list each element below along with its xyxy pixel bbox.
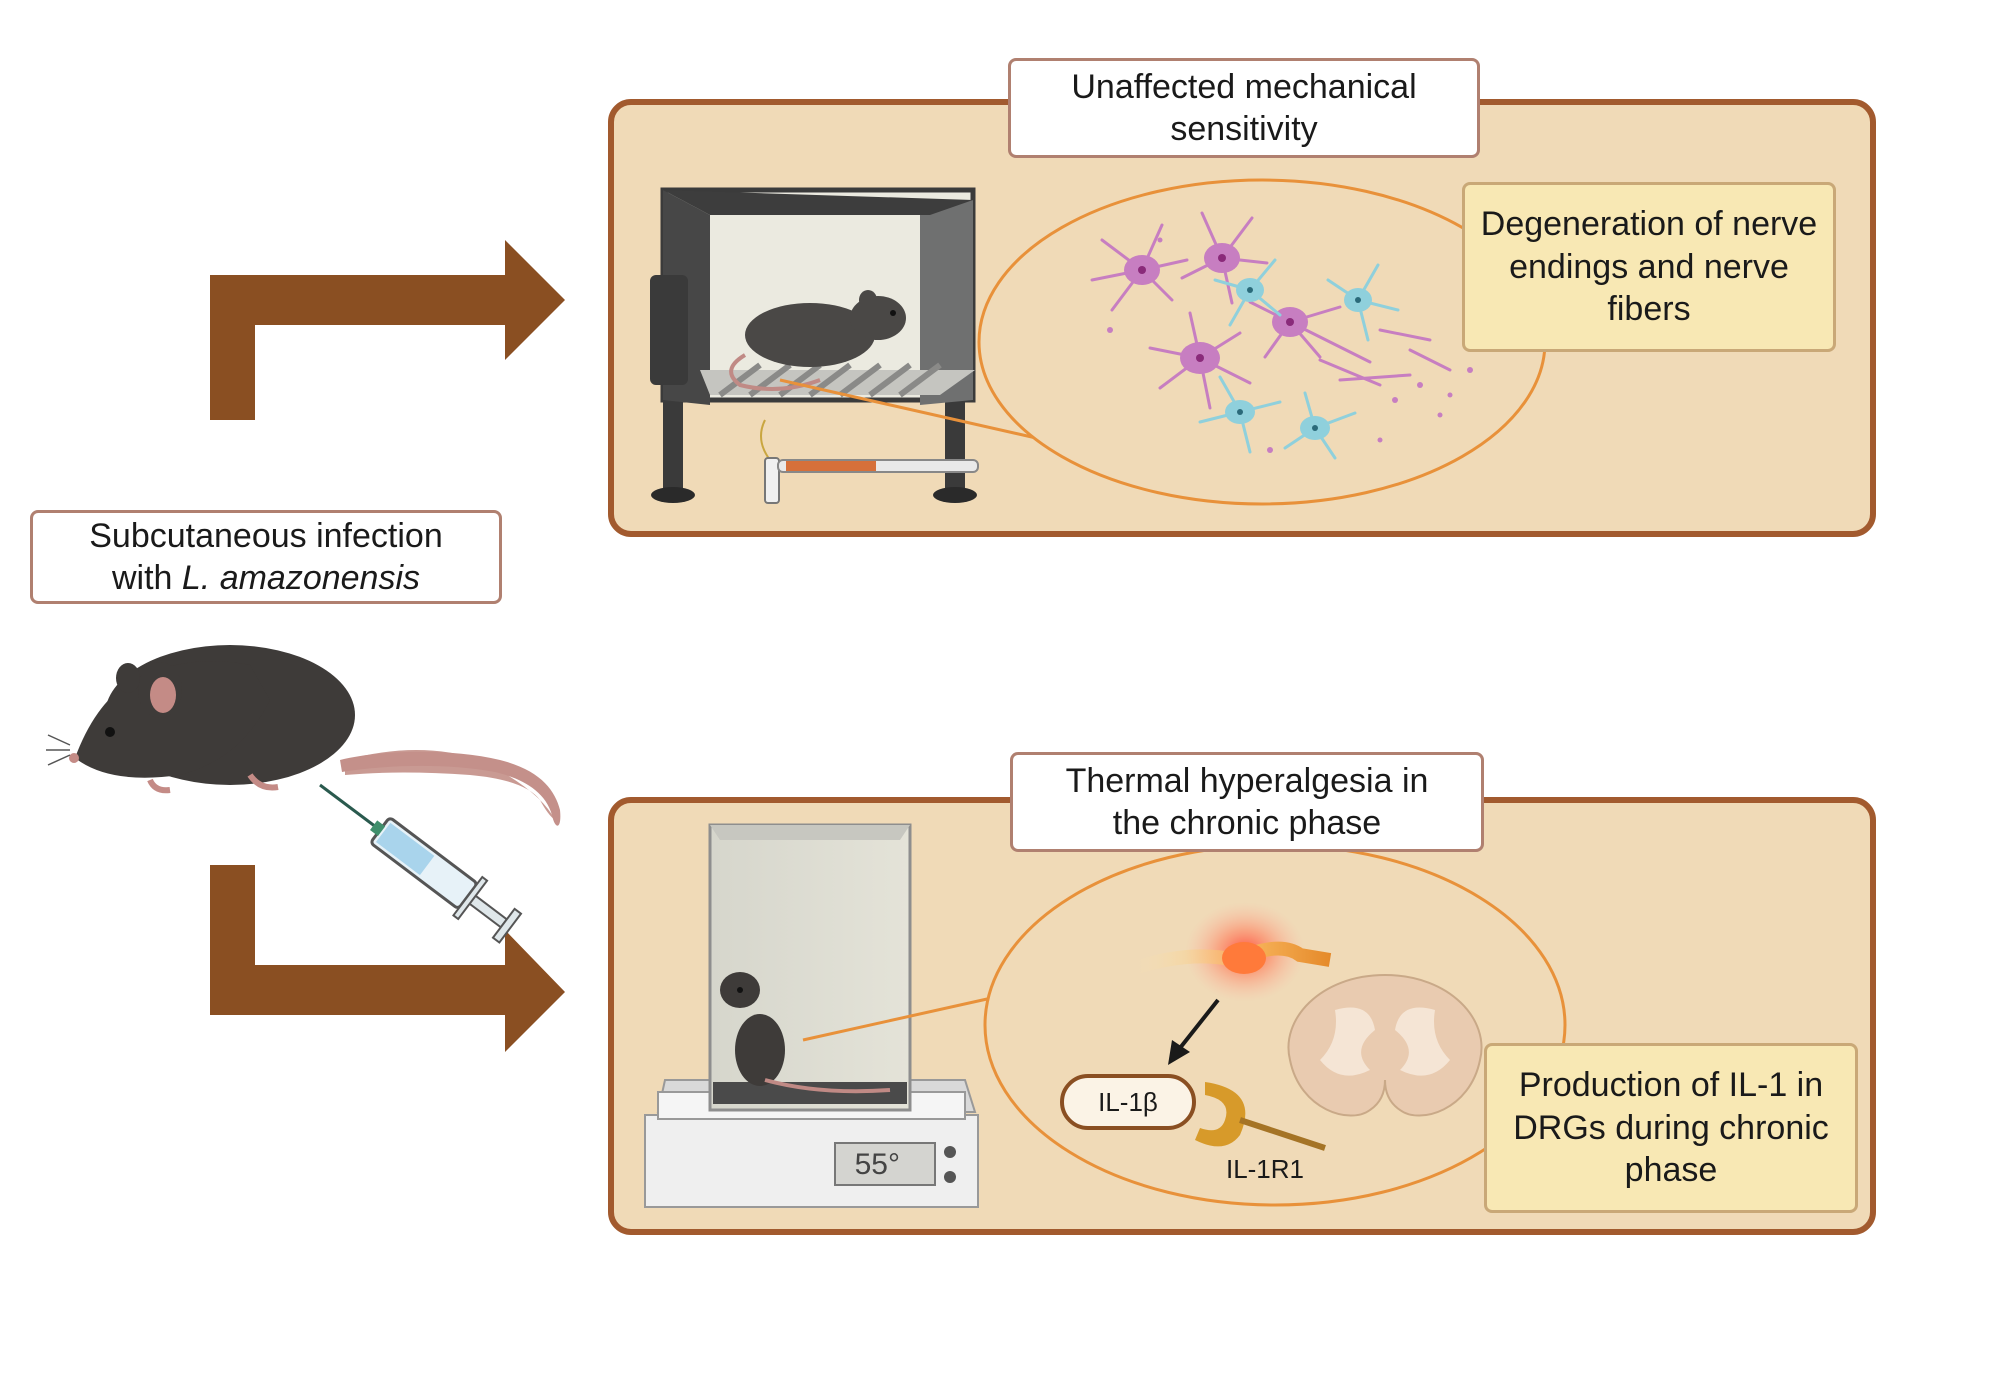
bottom-panel-note-line2: DRGs during chronic: [1513, 1108, 1829, 1147]
il1-beta-label: IL-1β: [1098, 1087, 1158, 1117]
il1r1-receptor-icon: [1195, 1082, 1326, 1151]
hot-plate-temperature-display: 55°: [855, 1148, 900, 1181]
il1-arrow-icon: [1168, 998, 1220, 1065]
hot-plate-icon: [644, 823, 979, 1208]
bottom-panel-note-box: Production of IL-1 in DRGs during chroni…: [1484, 1043, 1858, 1213]
top-panel-title-box: Unaffected mechanical sensitivity: [1008, 58, 1480, 158]
spinal-cord-icon: [1287, 973, 1483, 1117]
top-panel-note-box: Degeneration of nerve endings and nerve …: [1462, 182, 1836, 352]
bottom-panel-title-line1: Thermal hyperalgesia in: [1065, 761, 1429, 800]
bottom-panel-note-line3: phase: [1624, 1151, 1718, 1190]
infection-caption-line1: Subcutaneous infection: [89, 516, 443, 555]
neuron-cluster-icon: [1090, 211, 1473, 460]
top-panel-title-line1: Unaffected mechanical: [1071, 67, 1417, 106]
il1-beta-ligand: [1060, 1074, 1196, 1130]
arrow-to-top-panel: [210, 240, 565, 420]
von-frey-chamber-icon: [650, 187, 979, 504]
infection-caption-box: Subcutaneous infection with L. amazonens…: [30, 510, 502, 604]
syringe-icon: [319, 783, 523, 944]
top-panel-note-line1: Degeneration of nerve: [1480, 205, 1818, 244]
infection-caption-prefix: with: [111, 559, 182, 597]
top-panel-title-line2: sensitivity: [1170, 110, 1318, 148]
top-panel-note-line3: fibers: [1607, 290, 1691, 329]
mouse-icon: [46, 645, 561, 826]
species-name: L. amazonensis: [181, 559, 421, 597]
arrow-to-bottom-panel: [210, 865, 565, 1052]
bottom-panel-title-box: Thermal hyperalgesia in the chronic phas…: [1010, 752, 1484, 852]
bottom-panel-title-line2: the chronic phase: [1112, 804, 1382, 842]
top-panel-note-line2: endings and nerve: [1509, 247, 1789, 286]
il1r1-label: IL-1R1: [1226, 1154, 1304, 1184]
drg-heat-icon: [1132, 902, 1332, 1002]
infection-caption-line2: with L. amazonensis: [112, 557, 420, 600]
bottom-panel-note-line1: Production of IL-1 in: [1518, 1066, 1824, 1105]
